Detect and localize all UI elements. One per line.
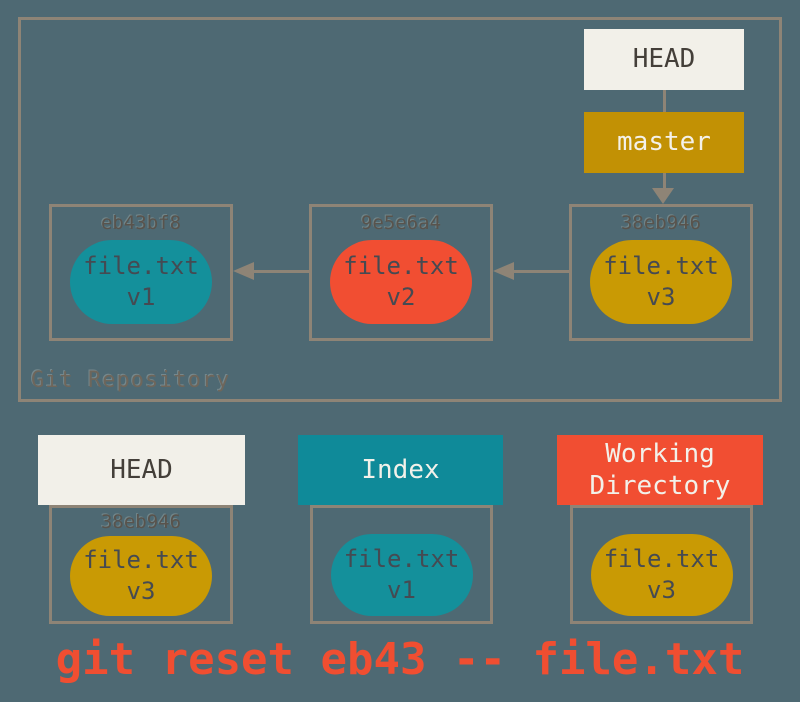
file-version: v2: [386, 283, 416, 311]
file-version: v1: [387, 576, 416, 604]
working-directory-header: Working Directory: [557, 435, 763, 505]
head-area-box: 38eb946 file.txt v3: [49, 505, 233, 624]
file-pill: file.txt v2: [330, 240, 472, 324]
head-area-header: HEAD: [38, 435, 245, 505]
git-repository-label: Git Repository: [31, 368, 231, 393]
master-branch-label: master: [617, 127, 711, 158]
head-to-master-line: [663, 90, 666, 112]
file-version: v3: [647, 576, 676, 604]
git-repository-box: Git Repository: [18, 17, 782, 402]
commit-box-eb43bf8: eb43bf8 file.txt v1: [49, 204, 233, 341]
working-directory-title: Working Directory: [589, 438, 731, 502]
parent-arrow-line: [513, 270, 569, 273]
commit-hash: 9e5e6a4: [360, 212, 442, 234]
parent-arrow-line: [253, 270, 309, 273]
head-area-title: HEAD: [110, 454, 173, 485]
file-pill: file.txt v1: [330, 534, 473, 616]
arrow-left-icon: [233, 262, 254, 280]
file-name: file.txt: [603, 251, 719, 280]
working-directory-box: file.txt v3: [570, 505, 753, 624]
commit-box-38eb946: 38eb946 file.txt v3: [569, 204, 753, 341]
file-version: v3: [646, 283, 676, 311]
commit-hash: eb43bf8: [100, 212, 182, 234]
arrow-down-icon: [652, 188, 674, 204]
file-version: v3: [126, 577, 156, 605]
commit-box-9e5e6a4: 9e5e6a4 file.txt v2: [309, 204, 493, 341]
file-pill: file.txt v3: [70, 536, 212, 616]
index-area-box: file.txt v1: [310, 505, 493, 624]
file-name: file.txt: [343, 251, 459, 280]
commit-hash: 38eb946: [620, 212, 702, 234]
commit-hash: 38eb946: [100, 511, 182, 533]
file-name: file.txt: [343, 544, 460, 573]
master-to-commit-line: [663, 173, 666, 189]
file-name: file.txt: [603, 544, 720, 573]
file-name: file.txt: [83, 251, 199, 280]
file-pill: file.txt v1: [70, 240, 212, 324]
arrow-left-icon: [493, 262, 514, 280]
file-name: file.txt: [83, 545, 199, 574]
file-pill: file.txt v3: [590, 534, 733, 616]
head-pointer-label: HEAD: [632, 44, 696, 75]
master-branch-box: master: [584, 112, 744, 173]
command-caption: git reset eb43 -- file.txt: [55, 634, 745, 685]
file-version: v1: [126, 283, 156, 311]
head-pointer-box: HEAD: [584, 29, 744, 90]
index-area-header: Index: [298, 435, 503, 505]
file-pill: file.txt v3: [590, 240, 732, 324]
index-area-title: Index: [361, 454, 440, 485]
